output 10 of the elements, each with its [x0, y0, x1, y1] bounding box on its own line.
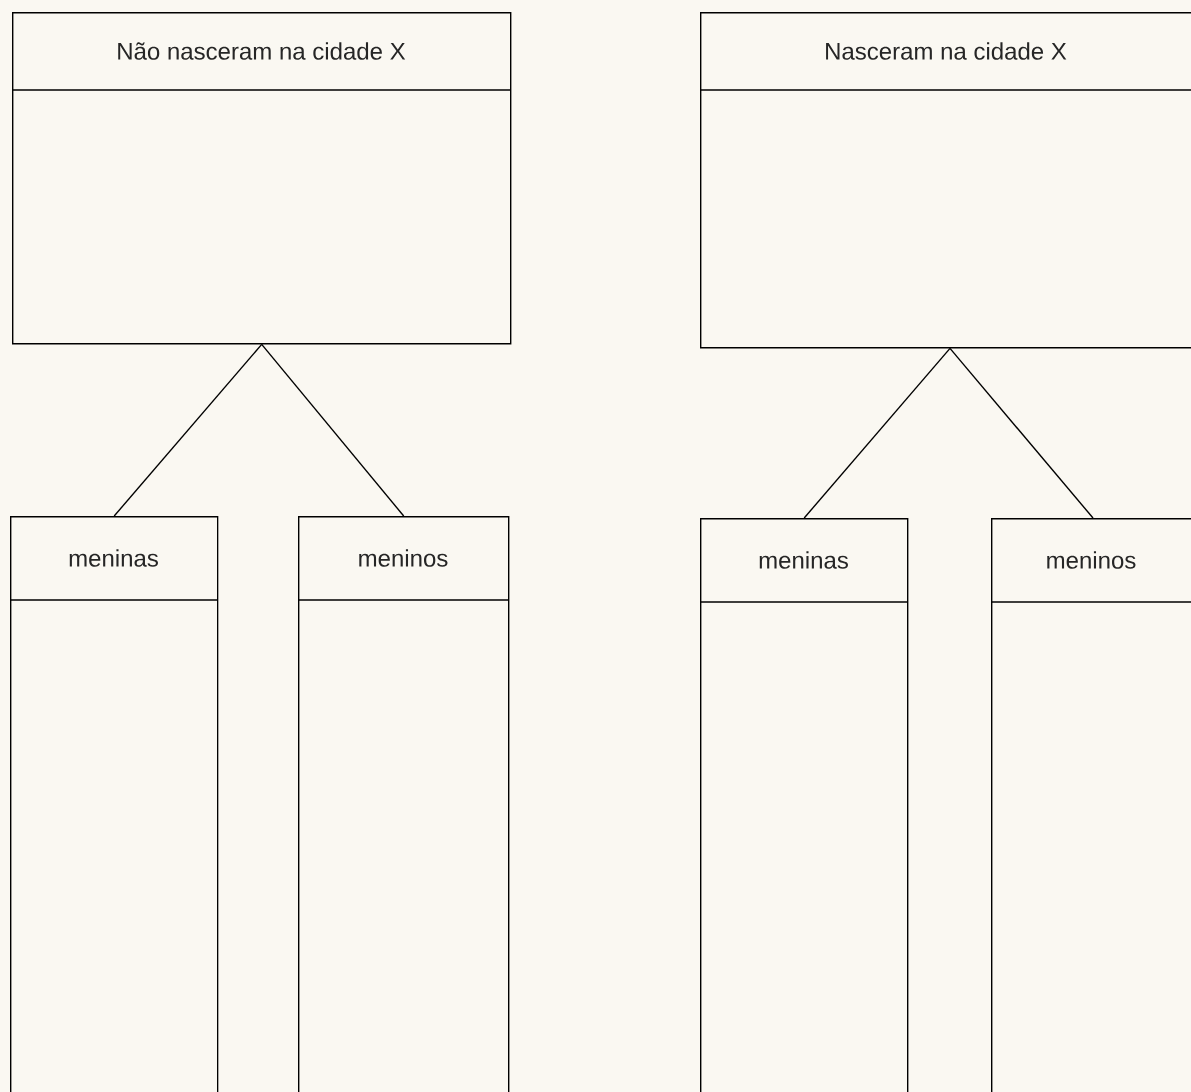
connector-line	[113, 343, 263, 517]
header-box: meninos	[990, 518, 1191, 1092]
connector-line	[949, 347, 1094, 519]
header-box: Não nasceram na cidade X	[11, 12, 512, 345]
header-box: meninas	[9, 516, 219, 1092]
header-box: meninas	[699, 518, 909, 1092]
connector-line	[261, 343, 405, 517]
header-box: meninos	[297, 516, 510, 1092]
connector-line	[803, 347, 951, 519]
header-box: Nasceram na cidade X	[699, 12, 1191, 349]
